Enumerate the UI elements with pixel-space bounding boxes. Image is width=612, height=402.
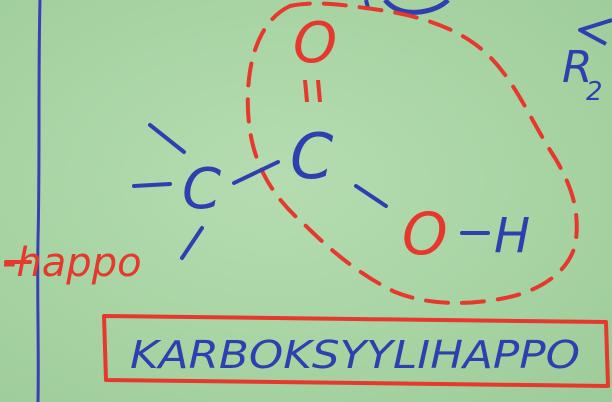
- atom-oxygen-right: O: [402, 200, 448, 268]
- top-arc: [383, 0, 450, 15]
- atom-carbon-right: C: [290, 120, 334, 193]
- title-box: [102, 314, 610, 388]
- boxed-title-text: KARBOKSYYLIHAPPO: [130, 333, 580, 377]
- happo-suffix-label: -happo: [2, 240, 142, 286]
- r2-subscript: 2: [586, 77, 603, 107]
- double-bond-left: [303, 79, 309, 103]
- r2-label: R: [562, 42, 593, 93]
- dashed-enclosure: [245, 1, 579, 305]
- double-bond-right: [316, 79, 322, 103]
- atom-oxygen-top: O: [293, 11, 337, 76]
- atom-hydrogen: H: [494, 208, 530, 264]
- bond-lower-left: [180, 226, 204, 260]
- bond-c-o: [354, 184, 388, 208]
- right-arrow: [578, 18, 612, 46]
- bond-left: [132, 182, 172, 188]
- bond-c-c: [232, 160, 280, 185]
- atom-carbon-left: C: [182, 157, 221, 222]
- bond-upper-left: [148, 123, 186, 154]
- left-vertical-line: [36, 0, 42, 402]
